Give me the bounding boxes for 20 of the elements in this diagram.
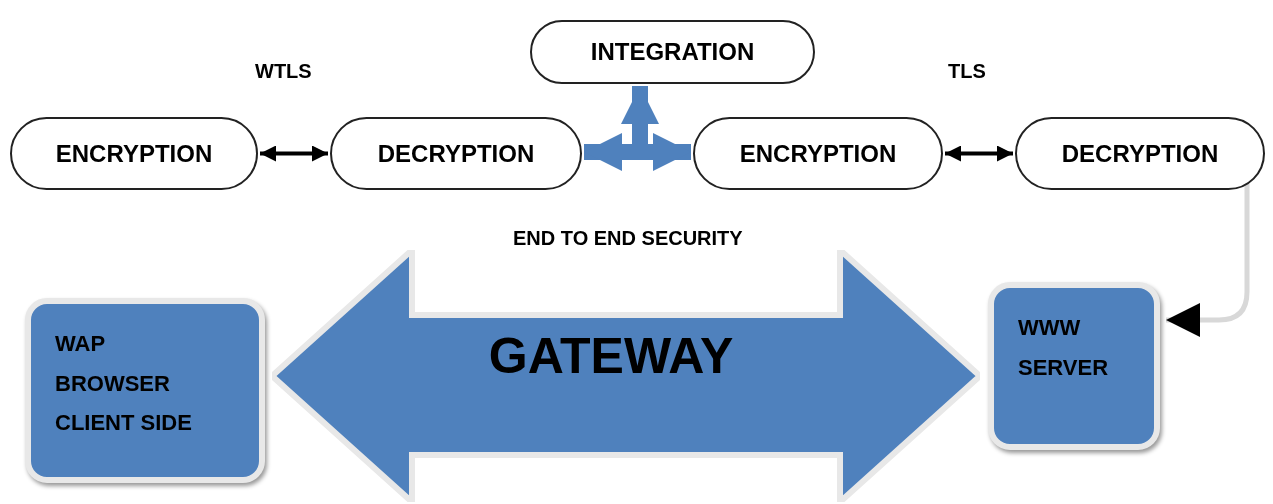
node-label: DECRYPTION	[377, 139, 535, 168]
arrow	[945, 145, 1013, 162]
arrow	[1166, 184, 1250, 337]
process-box	[25, 298, 265, 483]
node-label: WWW SERVER	[1018, 314, 1110, 382]
arrow	[260, 145, 328, 162]
text-label: WTLS	[255, 60, 312, 83]
process-box	[988, 282, 1160, 450]
arrow	[640, 132, 691, 172]
arrow	[584, 132, 640, 172]
text-label: TLS	[948, 60, 986, 83]
node-label: ENCRYPTION	[55, 139, 213, 168]
node-label: INTEGRATION	[590, 38, 755, 66]
node-label: WAP BROWSER CLIENT SIDE	[55, 330, 193, 438]
node-label: DECRYPTION	[1061, 139, 1219, 168]
shape-label: GATEWAY	[488, 327, 734, 385]
rounded-node	[530, 20, 815, 84]
node-label: ENCRYPTION	[739, 139, 897, 168]
double-arrow-shape	[272, 250, 980, 502]
text-label: END TO END SECURITY	[513, 227, 743, 250]
